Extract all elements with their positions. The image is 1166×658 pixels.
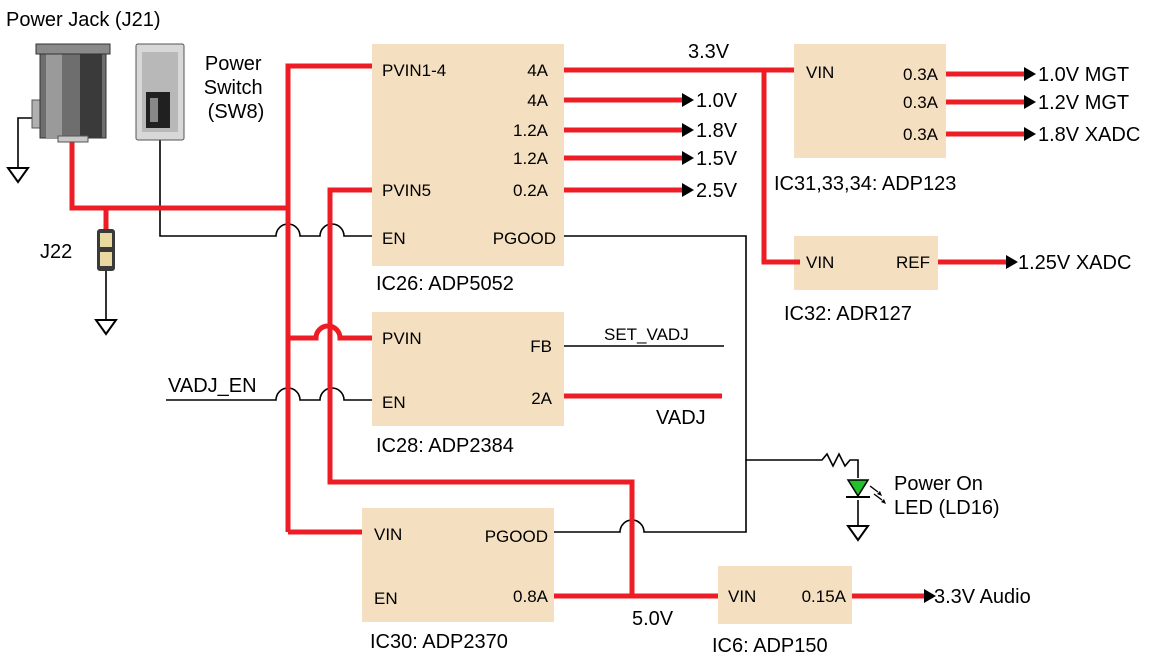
ic30-en-pin: EN bbox=[374, 589, 398, 608]
ic6-output-current: 0.15A bbox=[802, 587, 847, 606]
output-arrows bbox=[682, 67, 1036, 603]
ic26-pvin14-pin: PVIN1-4 bbox=[382, 61, 446, 80]
signal-wires bbox=[17, 117, 859, 533]
ic26-pvin5-pin: PVIN5 bbox=[382, 181, 431, 200]
ic32-vin-pin: VIN bbox=[806, 253, 834, 272]
ic30-vin-pin: VIN bbox=[374, 525, 402, 544]
ic31-vin-pin: VIN bbox=[806, 63, 834, 82]
vadj-en-label: VADJ_EN bbox=[168, 375, 257, 397]
ic26-output-current: 4A bbox=[527, 91, 548, 110]
ic32-box bbox=[794, 236, 938, 290]
ic6-name: IC6: ADP150 bbox=[712, 635, 828, 657]
arrow-icon bbox=[1024, 95, 1036, 109]
ic32-ref-pin: REF bbox=[896, 253, 930, 272]
ic32-name: IC32: ADR127 bbox=[784, 303, 912, 325]
ic26-pgood-pin: PGOOD bbox=[493, 229, 556, 248]
ic26-rail: 1.5V bbox=[696, 148, 738, 170]
power-switch-icon[interactable] bbox=[135, 43, 185, 141]
ic31-box bbox=[794, 44, 946, 158]
power-wires bbox=[69, 63, 1024, 599]
arrow-icon bbox=[682, 123, 694, 137]
j22-label: J22 bbox=[40, 241, 72, 263]
ic31-output-current: 0.3A bbox=[903, 93, 939, 112]
ic28-box bbox=[372, 312, 564, 426]
ic26-rail: 1.0V bbox=[696, 90, 738, 112]
ic31-output-current: 0.3A bbox=[903, 65, 939, 84]
ic28-en-pin: EN bbox=[382, 393, 406, 412]
ic28-output-current: 2A bbox=[531, 389, 552, 408]
ic26-rail: 1.8V bbox=[696, 120, 738, 142]
ic6-box bbox=[718, 566, 852, 624]
arrow-icon bbox=[1024, 127, 1036, 141]
ic30-name: IC30: ADP2370 bbox=[370, 631, 508, 653]
ic26-output-current: 1.2A bbox=[513, 121, 549, 140]
ic31-output-current: 0.3A bbox=[903, 125, 939, 144]
arrow-icon bbox=[1024, 67, 1036, 81]
led-icon bbox=[846, 479, 886, 504]
ic28-name: IC28: ADP2384 bbox=[376, 435, 514, 457]
ic28-pvin-pin: PVIN bbox=[382, 329, 422, 348]
ic26-box bbox=[372, 44, 564, 266]
ic6-rail: 3.3V Audio bbox=[934, 586, 1031, 608]
ic30-box bbox=[362, 508, 554, 622]
arrow-icon bbox=[924, 589, 936, 603]
set-vadj-label: SET_VADJ bbox=[604, 325, 689, 344]
ic32-rail: 1.25V XADC bbox=[1018, 252, 1131, 274]
power-on-led-label: Power On LED (LD16) bbox=[894, 473, 1000, 519]
rail-3v3-label: 3.3V bbox=[688, 41, 730, 63]
jumper-j22-icon bbox=[97, 229, 115, 271]
power-jack-label: Power Jack (J21) bbox=[6, 9, 161, 31]
rail-5v0-label: 5.0V bbox=[632, 608, 674, 630]
ic26-output-current: 4A bbox=[527, 61, 548, 80]
ic26-output-current: 1.2A bbox=[513, 149, 549, 168]
ic26-rail: 2.5V bbox=[696, 180, 738, 202]
ic26-en-pin: EN bbox=[382, 229, 406, 248]
ic31-rail: 1.0V MGT bbox=[1038, 64, 1129, 86]
ic26-output-current: 0.2A bbox=[513, 181, 549, 200]
ic6-vin-pin: VIN bbox=[728, 587, 756, 606]
ic28-fb-pin: FB bbox=[530, 337, 552, 356]
arrow-icon bbox=[682, 151, 694, 165]
power-jack-icon bbox=[31, 43, 111, 143]
arrow-icon bbox=[1006, 255, 1018, 269]
ground-icon bbox=[94, 319, 118, 336]
ic31-name: IC31,33,34: ADP123 bbox=[774, 173, 956, 195]
power-switch-label: Power Switch (SW8) bbox=[204, 53, 268, 123]
ic30-output-current: 0.8A bbox=[513, 587, 549, 606]
arrow-icon bbox=[682, 183, 694, 197]
ic31-rail: 1.8V XADC bbox=[1038, 124, 1140, 146]
ground-icon bbox=[846, 525, 870, 542]
ic26-name: IC26: ADP5052 bbox=[376, 273, 514, 295]
arrow-icon bbox=[682, 93, 694, 107]
ic31-rail: 1.2V MGT bbox=[1038, 92, 1129, 114]
vadj-label: VADJ bbox=[656, 407, 706, 429]
ground-icon bbox=[6, 167, 30, 184]
ic30-pgood-pin: PGOOD bbox=[485, 527, 548, 546]
